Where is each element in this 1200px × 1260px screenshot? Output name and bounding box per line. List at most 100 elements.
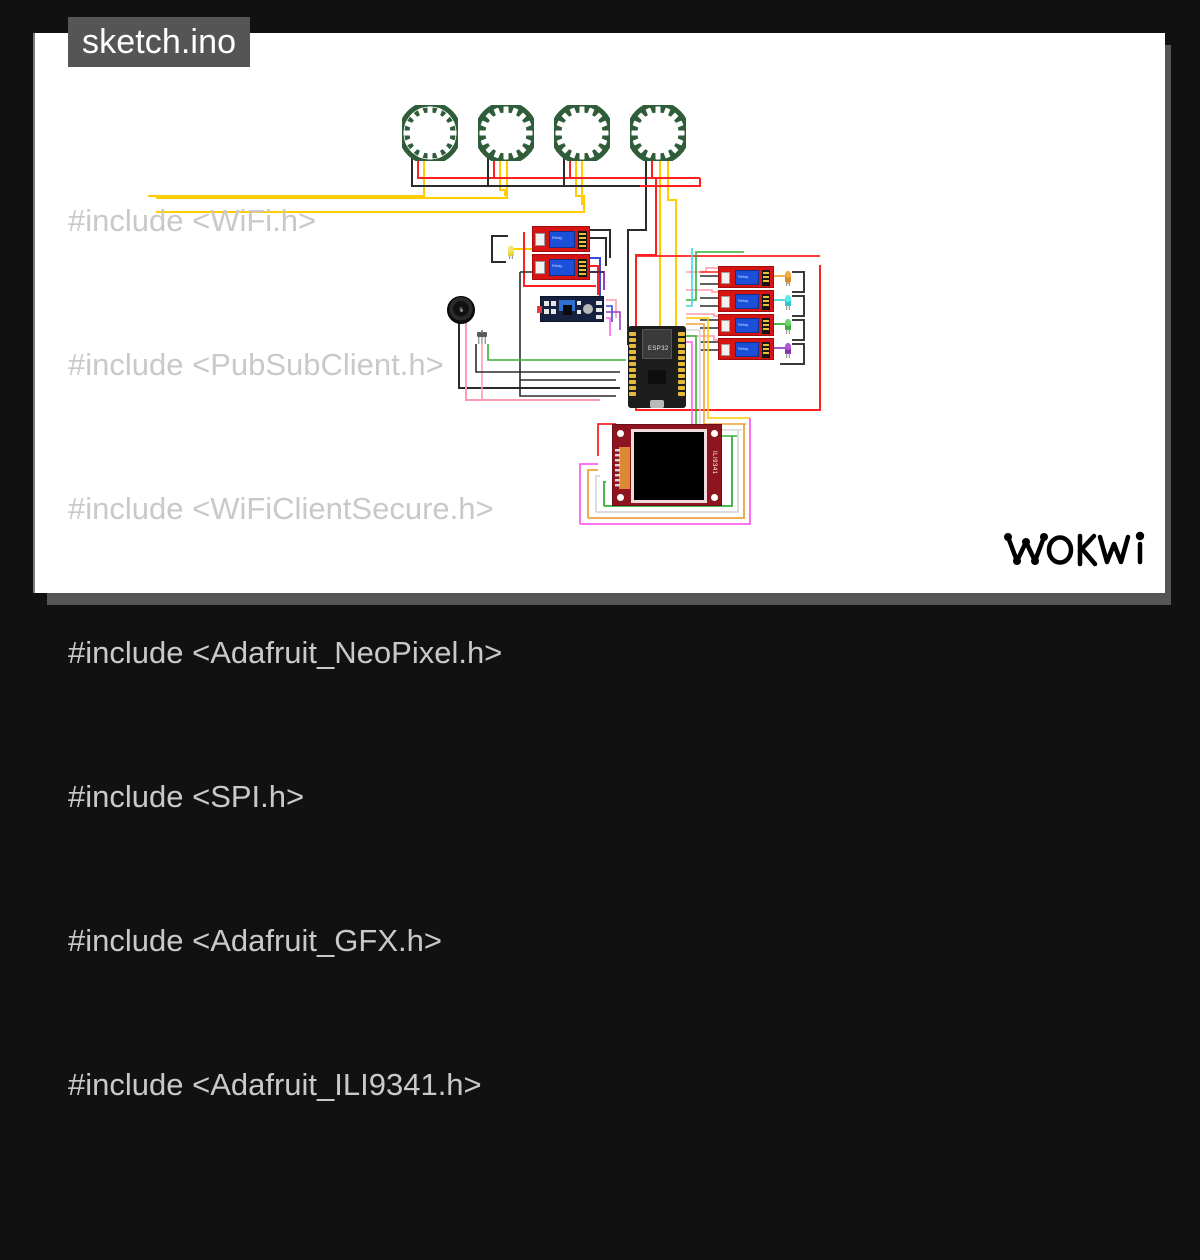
neopixel-ring-4[interactable] bbox=[626, 101, 690, 165]
neopixel-ring-3[interactable] bbox=[550, 101, 614, 165]
esp32-pin[interactable] bbox=[629, 380, 636, 384]
neopixel-ring-1[interactable] bbox=[398, 101, 462, 165]
esp32-pin[interactable] bbox=[629, 344, 636, 348]
led-yellow[interactable] bbox=[505, 243, 517, 259]
relay-coil-label: Relay bbox=[738, 298, 749, 303]
esp32-pin[interactable] bbox=[678, 392, 685, 396]
esp32-pin[interactable] bbox=[629, 338, 636, 342]
relay-coil: Relay bbox=[735, 270, 759, 285]
sensor-pad bbox=[544, 301, 549, 306]
relay-header-pin bbox=[579, 273, 586, 275]
relay-header bbox=[762, 342, 770, 358]
relay-coil: Relay bbox=[735, 318, 759, 333]
relay-header-pin bbox=[763, 352, 769, 354]
display-mount-hole bbox=[617, 494, 624, 501]
relay-coil-label: Relay bbox=[738, 274, 749, 279]
relay-module-1[interactable]: Relay bbox=[532, 226, 590, 252]
relay-coil-label: Relay bbox=[738, 346, 749, 351]
esp32-pin[interactable] bbox=[678, 344, 685, 348]
esp32-pin[interactable] bbox=[629, 350, 636, 354]
relay-module-5[interactable]: Relay bbox=[718, 314, 774, 336]
relay-coil: Relay bbox=[549, 259, 575, 276]
sensor-pad bbox=[577, 310, 581, 314]
led-cyan[interactable] bbox=[782, 292, 794, 310]
neopixel-ring-2[interactable] bbox=[474, 101, 538, 165]
esp32-pin[interactable] bbox=[678, 386, 685, 390]
sensor-round-component bbox=[583, 304, 593, 314]
relay-header-pin bbox=[763, 280, 769, 282]
relay-header bbox=[762, 318, 770, 334]
esp32-pin[interactable] bbox=[629, 362, 636, 366]
ili9341-display[interactable]: ILI9341 bbox=[612, 424, 722, 506]
wokwi-circuit-diagram: Relay Relay bbox=[148, 101, 821, 525]
code-line: #include <Adafruit_NeoPixel.h> bbox=[68, 635, 503, 670]
relay-header-pin bbox=[763, 304, 769, 306]
led-purple[interactable] bbox=[782, 340, 794, 358]
screenshot-root: Relay Relay bbox=[33, 17, 1171, 1102]
esp32-pin[interactable] bbox=[678, 338, 685, 342]
code-line: #include <PubSubClient.h> bbox=[68, 347, 444, 382]
relay-header-pin bbox=[763, 300, 769, 302]
esp32-pin[interactable] bbox=[678, 362, 685, 366]
relay-module-2[interactable]: Relay bbox=[532, 254, 590, 280]
display-screen bbox=[634, 432, 704, 500]
esp32-pin[interactable] bbox=[678, 380, 685, 384]
wokwi-logo bbox=[1004, 528, 1154, 572]
relay-header-pin bbox=[763, 276, 769, 278]
code-line-blank bbox=[68, 1205, 561, 1253]
panel-left-edge bbox=[33, 33, 36, 593]
esp32-pin[interactable] bbox=[629, 356, 636, 360]
esp32-pin[interactable] bbox=[678, 374, 685, 378]
esp32-pin[interactable] bbox=[629, 368, 636, 372]
sensor-chip bbox=[563, 305, 572, 315]
relay-coil-label: Relay bbox=[738, 322, 749, 327]
esp32-pin[interactable] bbox=[678, 356, 685, 360]
relay-header-pin bbox=[763, 320, 769, 322]
sensor-pad bbox=[596, 315, 602, 319]
relay-coil: Relay bbox=[735, 342, 759, 357]
relay-coil-label: Relay bbox=[552, 263, 563, 268]
relay-module-3[interactable]: Relay bbox=[718, 266, 774, 288]
relay-terminal-block bbox=[721, 320, 730, 332]
esp32-pin[interactable] bbox=[629, 332, 636, 336]
led-orange[interactable] bbox=[782, 268, 794, 286]
relay-coil-label: Relay bbox=[552, 235, 563, 240]
sensor-pad bbox=[596, 308, 602, 312]
relay-header-pin bbox=[763, 344, 769, 346]
relay-header-pin bbox=[763, 324, 769, 326]
relay-header-pin bbox=[579, 265, 586, 267]
relay-header-pin bbox=[579, 269, 586, 271]
esp32-pin[interactable] bbox=[678, 368, 685, 372]
relay-header bbox=[578, 231, 587, 249]
sensor-module[interactable] bbox=[537, 296, 604, 322]
display-pin-strip bbox=[615, 449, 620, 487]
esp32-pin[interactable] bbox=[678, 350, 685, 354]
esp32-pin[interactable] bbox=[629, 374, 636, 378]
code-line: #include <Adafruit_GFX.h> bbox=[68, 923, 442, 958]
esp32-usb-port bbox=[650, 400, 664, 408]
relay-module-6[interactable]: Relay bbox=[718, 338, 774, 360]
transistor[interactable] bbox=[472, 330, 492, 346]
buzzer[interactable] bbox=[447, 296, 475, 324]
file-tab-sketch-ino[interactable]: sketch.ino bbox=[68, 17, 251, 67]
esp32-pin[interactable] bbox=[678, 332, 685, 336]
relay-header-pin bbox=[763, 272, 769, 274]
code-editor-text: #include <WiFi.h> #include <PubSubClient… bbox=[68, 101, 561, 1260]
relay-header-pin bbox=[763, 328, 769, 330]
buzzer-hole bbox=[459, 308, 463, 312]
esp32-pin[interactable] bbox=[629, 392, 636, 396]
sensor-pad bbox=[551, 301, 556, 306]
esp32-label: ESP32 bbox=[648, 346, 669, 352]
relay-terminal-block bbox=[721, 272, 730, 284]
esp32-pin[interactable] bbox=[629, 386, 636, 390]
code-line: #include <SPI.h> bbox=[68, 779, 305, 814]
relay-module-4[interactable]: Relay bbox=[718, 290, 774, 312]
sensor-pad bbox=[544, 309, 549, 314]
relay-header-pin bbox=[579, 261, 586, 263]
sensor-red-pin bbox=[537, 306, 542, 313]
sensor-pad bbox=[551, 309, 556, 314]
led-green[interactable] bbox=[782, 316, 794, 334]
file-tab-label: sketch.ino bbox=[82, 23, 237, 61]
display-mount-hole bbox=[617, 430, 624, 437]
esp32-board[interactable]: ESP32 bbox=[628, 326, 686, 408]
